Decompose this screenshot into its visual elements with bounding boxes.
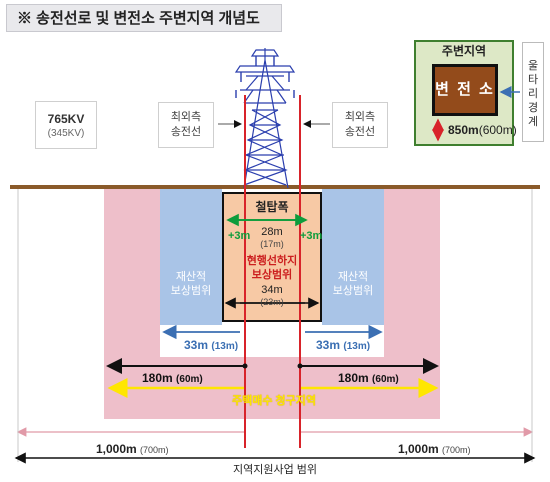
surrounding-area-label: 주변지역 [441, 44, 487, 58]
outer-wire-right-line1: 최외측 [344, 111, 376, 123]
dist33-left-value: 33m [184, 338, 209, 352]
outer-wire-label-right: 최외측 송전선 [332, 102, 388, 148]
fence-char-1: 울 [527, 60, 539, 72]
pink-side-right [384, 189, 440, 357]
current-comp-line1: 현행선하지 [246, 255, 298, 267]
dist180-right-label: 180m (60m) [338, 371, 399, 385]
diagram-title: ※ 송전선로 및 변전소 주변지역 개념도 [6, 4, 282, 32]
dist1000-right-value: 1,000m [398, 442, 439, 456]
substation-distance-sub: (600m) [478, 123, 517, 137]
dist1000-right-sub: (700m) [442, 445, 471, 455]
plus3-right: +3m [300, 230, 323, 242]
substation-distance: 850m(600m) [448, 123, 517, 137]
dist33-right-value: 33m [316, 338, 341, 352]
dist180-left-value: 180m [142, 371, 173, 385]
dist33-right-label: 33m (13m) [316, 338, 370, 352]
outer-wire-left-line1: 최외측 [170, 111, 202, 123]
dist33-left-label: 33m (13m) [184, 338, 238, 352]
tower-width-value-main: 28m [261, 226, 283, 238]
plus3-left: +3m [228, 230, 251, 242]
outer-wire-label-left: 최외측 송전선 [158, 102, 214, 148]
property-label-left: 재산적 보상범위 [160, 270, 222, 298]
transmission-tower-icon [234, 48, 296, 189]
fence-char-5: 계 [527, 116, 539, 128]
dist180-left-label: 180m (60m) [142, 371, 203, 385]
outer-wire-right-line2: 송전선 [344, 126, 376, 138]
outer-wire-left-line2: 송전선 [170, 126, 202, 138]
property-left-line2: 보상범위 [170, 285, 212, 297]
fence-char-4: 경 [527, 102, 539, 114]
dist1000-left-value: 1,000m [96, 442, 137, 456]
support-range-label: 지역지원사업 범위 [232, 464, 317, 476]
under-line-zone [222, 192, 322, 322]
fence-boundary-label: 울 타 리 경 계 [522, 42, 544, 142]
purchase-zone-label: 주택매수 청구지역 [231, 395, 316, 407]
dist180-left-sub: (60m) [176, 374, 203, 385]
tower-width-label: 철탑폭 [255, 200, 289, 214]
current-comp-line2: 보상범위 [251, 269, 293, 281]
property-right-line1: 재산적 [337, 271, 369, 283]
current-compensation-label: 현행선하지 보상범위 [232, 254, 312, 282]
dist1000-left-sub: (700m) [140, 445, 169, 455]
dist33-left-sub: (13m) [211, 341, 239, 352]
width34-sub: (23m) [260, 297, 284, 307]
tower-insulators [235, 56, 295, 98]
tower-width-value: 28m (17m) [232, 226, 312, 250]
voltage-sub: (345KV) [47, 128, 85, 139]
substation-distance-value: 850m [448, 123, 479, 137]
fence-char-2: 타 [527, 74, 539, 86]
dist180-right-value: 180m [338, 371, 369, 385]
property-zone-right [322, 189, 384, 325]
property-right-line2: 보상범위 [332, 285, 374, 297]
voltage-legend: 765KV (345KV) [35, 101, 97, 149]
fence-char-3: 리 [527, 88, 539, 100]
dist1000-right-label: 1,000m (700m) [398, 442, 471, 456]
voltage-main: 765KV [47, 112, 85, 126]
dist33-right-sub: (13m) [343, 341, 371, 352]
dist180-origin-right [297, 363, 303, 369]
property-zone-left [160, 189, 222, 325]
dist1000-left-label: 1,000m (700m) [96, 442, 169, 456]
pink-side-left [104, 189, 160, 357]
dist180-right-sub: (60m) [372, 374, 399, 385]
tower-width-value-sub: (17m) [260, 239, 284, 249]
dist180-origin-left [242, 363, 248, 369]
ground-line [10, 185, 540, 189]
substation-block: 변 전 소 [432, 64, 498, 116]
width34-label: 34m (23m) [232, 284, 312, 308]
property-left-line1: 재산적 [175, 271, 207, 283]
width34-value: 34m [261, 284, 283, 296]
property-label-right: 재산적 보상범위 [322, 270, 384, 298]
